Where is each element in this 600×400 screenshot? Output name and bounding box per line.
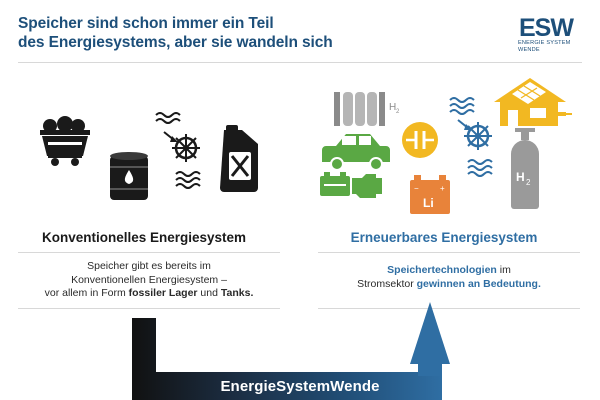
oil-barrel-icon: [110, 152, 148, 200]
icon-illustration: H 2 − + Li: [40, 78, 572, 214]
svg-text:+: +: [440, 184, 445, 193]
desc-left-line-2: Konventionellen Energiesystem –: [71, 273, 227, 286]
h2-tank-rack-icon: H 2: [334, 92, 400, 126]
capacitor-icon: [402, 122, 438, 158]
divider-left-bottom: [18, 308, 280, 309]
lithium-battery-icon: − + Li: [410, 175, 450, 214]
electric-car-icon: [322, 134, 390, 171]
heading-conventional: Konventionelles Energiesystem: [41, 230, 247, 245]
svg-text:H: H: [389, 102, 396, 113]
title-line-1: Speicher sind schon immer ein Teil: [18, 15, 274, 32]
header-divider: [18, 62, 582, 63]
svg-text:−: −: [414, 184, 419, 193]
transition-arrow: [132, 302, 450, 400]
divider-right: [318, 252, 580, 253]
esw-logo-icon: ESW: [519, 14, 575, 42]
svg-text:2: 2: [396, 109, 400, 115]
description-conventional: Speicher gibt es bereits im Konventionel…: [18, 260, 280, 301]
h2-cylinder-icon: H 2: [511, 128, 539, 209]
desc-right-line-2: Stromsektor gewinnen an Bedeutung.: [357, 277, 541, 290]
desc-right-line-1: Speichertechnologien im: [387, 264, 511, 276]
logo-subtitle: ENERGIE SYSTEM WENDE: [518, 40, 582, 53]
hydro-wheel-left-icon: [155, 112, 201, 189]
divider-right-bottom: [318, 308, 580, 309]
svg-text:2: 2: [526, 178, 531, 187]
svg-text:H: H: [516, 170, 525, 184]
logo-line-1: ENERGIE SYSTEM: [518, 40, 571, 46]
divider-left: [18, 252, 280, 253]
desc-left-line-3: vor allem in Form fossiler Lager und Tan…: [44, 287, 254, 299]
page-title: Speicher sind schon immer ein Teil des E…: [18, 14, 488, 52]
coal-cart-icon: [40, 116, 90, 166]
li-label: Li: [423, 196, 434, 210]
hydro-wheel-right-icon: [449, 97, 493, 177]
arrow-label: EnergieSystemWende: [220, 378, 380, 395]
fuel-canister-icon: [220, 125, 258, 192]
heading-renewable: Erneuerbares Energiesystem: [350, 230, 538, 245]
car-battery-icon: [320, 172, 382, 198]
desc-left-line-1: Speicher gibt es bereits im: [87, 260, 211, 272]
logo-mark: ESW: [519, 14, 574, 42]
solar-house-icon: [494, 78, 572, 126]
title-line-2: des Energiesystems, aber sie wandeln sic…: [18, 34, 333, 51]
description-renewable: Speichertechnologien im Stromsektor gewi…: [318, 264, 580, 291]
logo-line-2: WENDE: [518, 46, 540, 53]
